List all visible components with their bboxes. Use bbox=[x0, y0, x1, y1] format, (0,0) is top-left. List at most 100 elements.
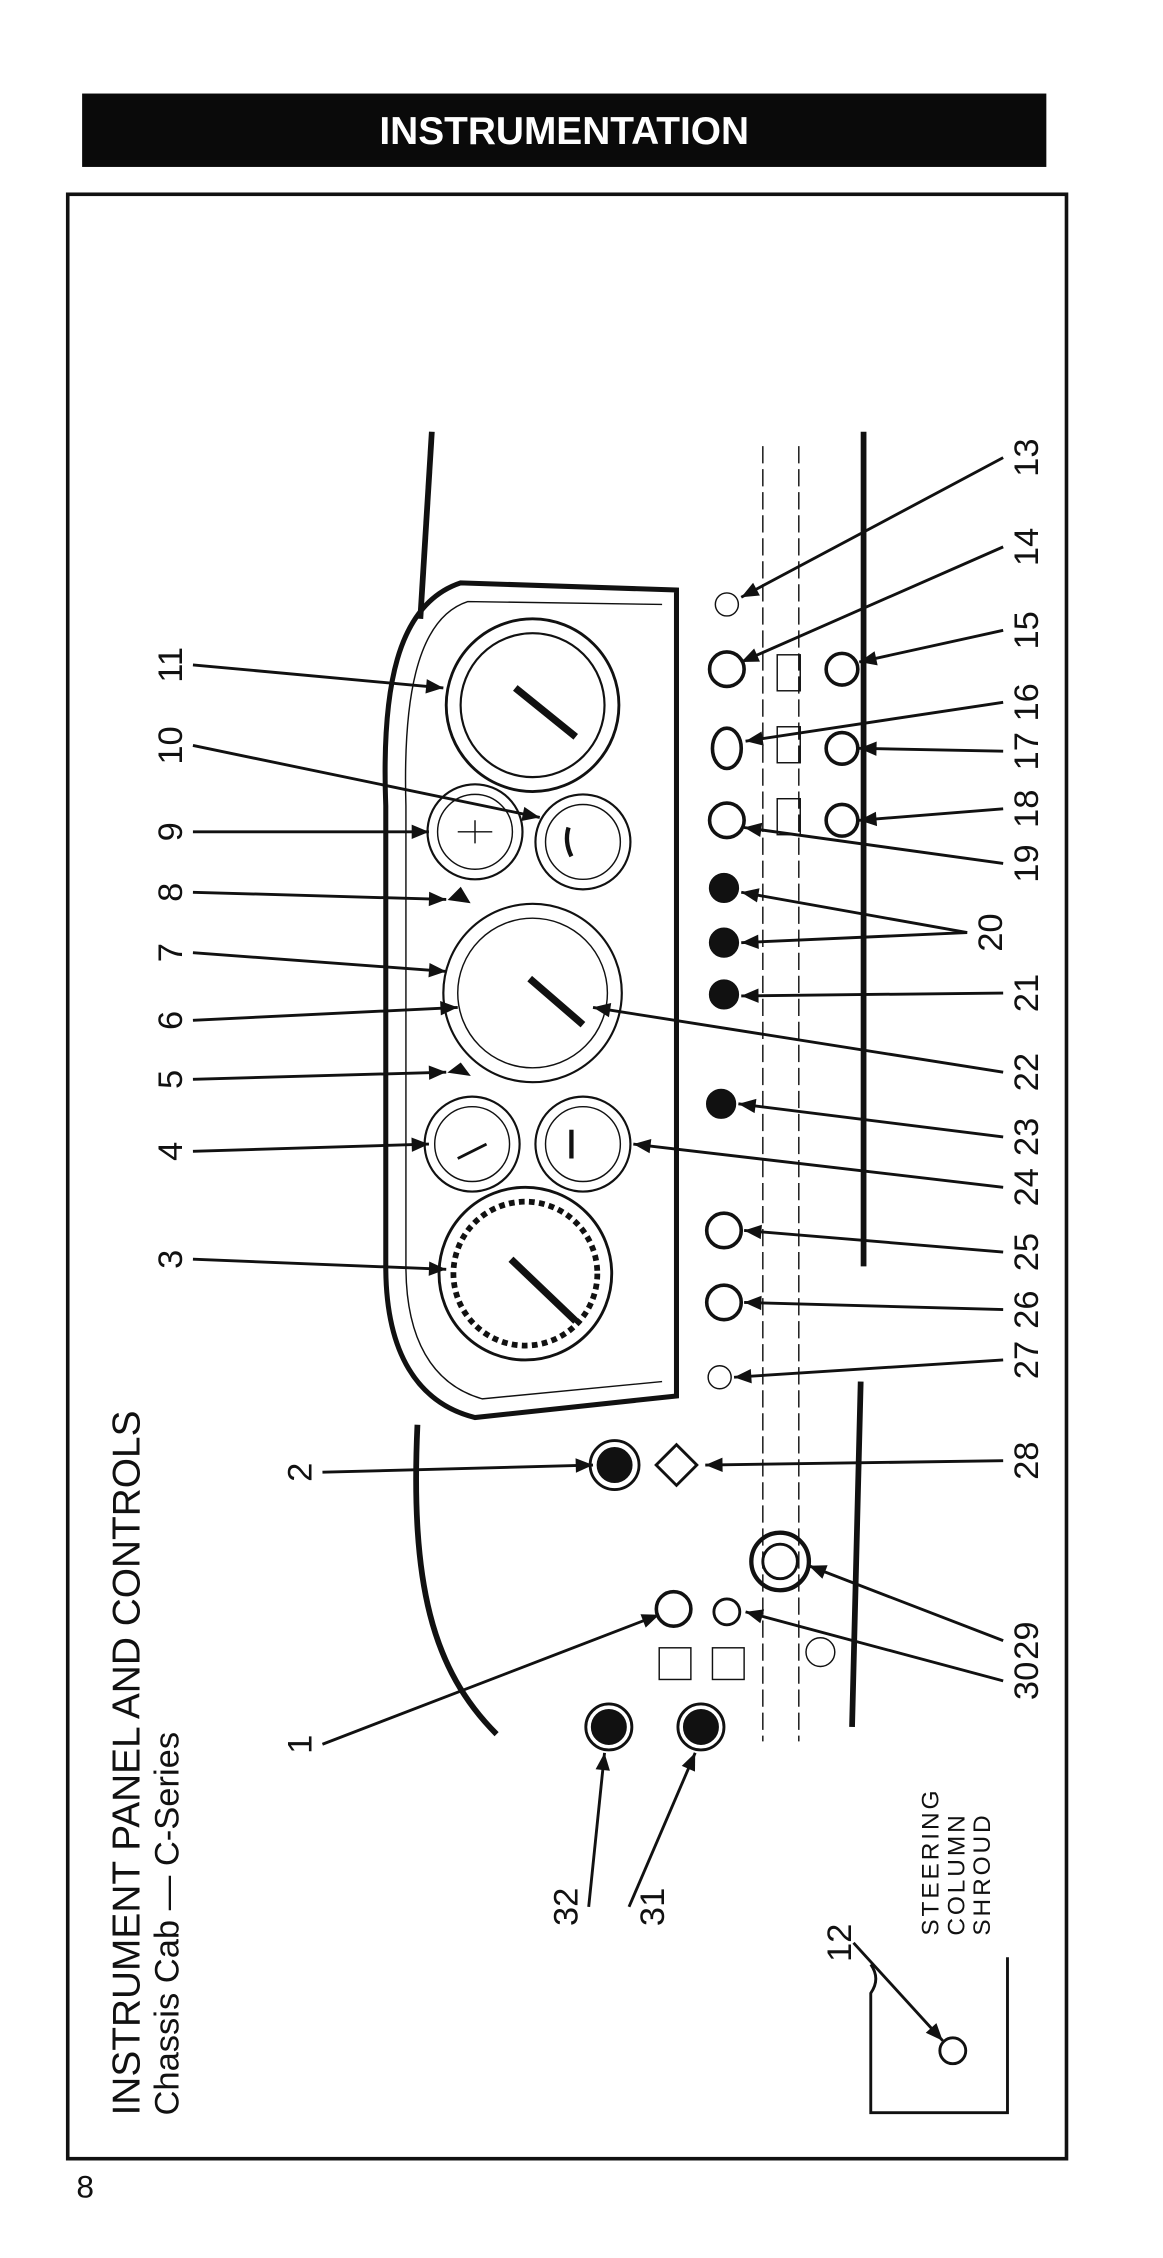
leader-line bbox=[740, 890, 968, 934]
arrowhead-icon bbox=[859, 741, 877, 756]
callout-number: 32 bbox=[548, 1888, 586, 1926]
instrument-panel-drawing bbox=[382, 431, 1009, 2115]
inset-label: SHROUD bbox=[969, 1812, 996, 1935]
leader-line bbox=[745, 1610, 1004, 1683]
callout-number: 16 bbox=[1008, 683, 1046, 721]
callout-number: 2 bbox=[281, 1463, 319, 1482]
arrowhead-icon bbox=[595, 1752, 610, 1771]
dash-edge-right bbox=[849, 431, 867, 1728]
leader-line bbox=[743, 826, 1004, 865]
arrowhead-icon bbox=[705, 1457, 723, 1472]
figure-subtitle: Chassis Cab — C-Series bbox=[149, 1732, 187, 2116]
leader-line bbox=[592, 1005, 1004, 1074]
callout-number: 28 bbox=[1008, 1442, 1046, 1480]
arrowhead-icon bbox=[925, 2023, 943, 2041]
leader-line bbox=[859, 807, 1004, 822]
gauge-4 bbox=[423, 1095, 521, 1193]
callout-number: 18 bbox=[1008, 790, 1046, 828]
callout-number: 29 bbox=[1008, 1621, 1046, 1659]
steering-inset bbox=[869, 1957, 1009, 2115]
leader-line bbox=[733, 1358, 1004, 1379]
leader-line bbox=[322, 1463, 594, 1474]
leader-line bbox=[192, 1070, 447, 1081]
leader-line bbox=[859, 746, 1004, 753]
callout-number: 17 bbox=[1008, 732, 1046, 770]
controls bbox=[584, 592, 860, 1752]
callout-number: 26 bbox=[1008, 1290, 1046, 1328]
figure-title: INSTRUMENT PANEL AND CONTROLS bbox=[106, 1410, 149, 2115]
tachometer bbox=[437, 1185, 614, 1362]
callout-number: 10 bbox=[152, 726, 190, 764]
callout-number: 21 bbox=[1008, 974, 1046, 1012]
switch-12 bbox=[938, 2036, 968, 2066]
arrowhead-icon bbox=[428, 891, 447, 907]
arrowhead-icon bbox=[411, 824, 429, 840]
callout-number: 9 bbox=[152, 822, 190, 841]
arrowhead-icon bbox=[741, 888, 760, 903]
callout-number: 11 bbox=[152, 647, 190, 683]
callout-number: 14 bbox=[1008, 528, 1046, 566]
callout-number: 22 bbox=[1008, 1053, 1046, 1091]
leader-line bbox=[633, 1142, 1004, 1189]
leader-line bbox=[740, 456, 1004, 599]
arrowhead-icon bbox=[808, 1565, 828, 1579]
arrowhead-icon bbox=[640, 1614, 660, 1628]
leader-line bbox=[738, 1102, 1004, 1139]
callout-number: 5 bbox=[152, 1070, 190, 1089]
leader-line bbox=[741, 931, 968, 945]
leader-line bbox=[192, 663, 444, 690]
arrowhead-icon bbox=[745, 731, 764, 746]
arrowhead-icon bbox=[521, 806, 540, 821]
callout-number: 20 bbox=[972, 913, 1010, 951]
leader-line bbox=[744, 1229, 1004, 1254]
leader-line bbox=[192, 1005, 458, 1022]
arrowhead-icon bbox=[633, 1138, 652, 1154]
cluster-housing bbox=[382, 580, 680, 1421]
leader-line bbox=[321, 1613, 660, 1746]
callout-number: 7 bbox=[152, 943, 190, 962]
leader-line bbox=[587, 1752, 606, 1907]
header-bar bbox=[82, 93, 1047, 167]
leader-line bbox=[627, 1752, 697, 1908]
leader-line bbox=[852, 1941, 944, 2042]
leader-line bbox=[745, 700, 1004, 743]
arrowhead-icon bbox=[741, 934, 759, 950]
arrowhead-icon bbox=[734, 1368, 752, 1384]
arrowhead-icon bbox=[744, 822, 763, 838]
callout-number: 31 bbox=[634, 1888, 672, 1926]
arrowhead-icon bbox=[428, 962, 447, 978]
inset-label: COLUMN bbox=[943, 1812, 970, 1935]
arrowhead-icon bbox=[744, 1295, 762, 1311]
leader-line bbox=[744, 1300, 1004, 1312]
leader-line bbox=[741, 991, 1004, 998]
figure-frame bbox=[65, 192, 1069, 2161]
arrowhead-icon bbox=[428, 1261, 447, 1276]
dash-edge-lower bbox=[413, 1424, 499, 1737]
callout-number: 15 bbox=[1008, 611, 1046, 649]
arrowhead-icon bbox=[741, 648, 760, 663]
leader-line bbox=[740, 545, 1004, 664]
callout-number: 23 bbox=[1008, 1118, 1046, 1156]
leader-line bbox=[705, 1459, 1004, 1467]
page-number: 8 bbox=[76, 2169, 94, 2205]
callout-number: 3 bbox=[152, 1250, 190, 1269]
leader-line bbox=[192, 1142, 429, 1153]
dash-edge bbox=[417, 431, 435, 620]
callout-number: 30 bbox=[1008, 1662, 1046, 1700]
arrowhead-icon bbox=[859, 651, 878, 666]
leader-line bbox=[192, 890, 447, 901]
cluster-bezel bbox=[404, 600, 663, 1400]
gauge-10 bbox=[534, 793, 632, 891]
header-title: INSTRUMENTATION bbox=[379, 110, 749, 153]
arrowhead-icon bbox=[681, 1752, 696, 1772]
callout-number: 24 bbox=[1008, 1168, 1046, 1206]
indicator-5 bbox=[447, 1062, 471, 1076]
speedometer bbox=[442, 902, 623, 1084]
leader-line bbox=[192, 744, 541, 819]
leader-line bbox=[808, 1564, 1004, 1642]
callout-number: 4 bbox=[152, 1142, 190, 1161]
arrowhead-icon bbox=[741, 582, 760, 598]
arrowhead-icon bbox=[741, 988, 759, 1003]
callout-number: 19 bbox=[1008, 844, 1046, 882]
